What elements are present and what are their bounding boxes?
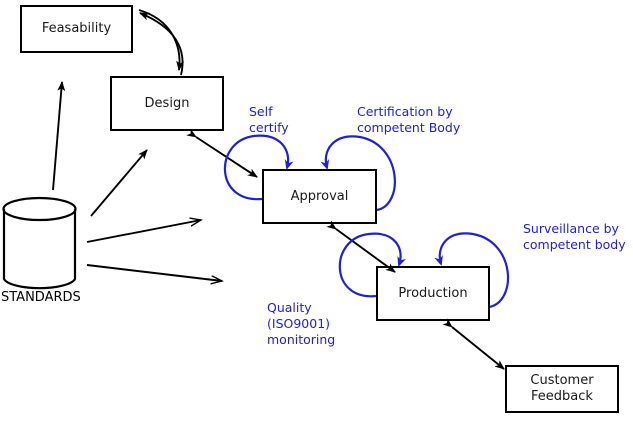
node-production[interactable]: Production [376, 266, 490, 321]
self-loop-production-quality [338, 232, 406, 298]
self-loop-approval-certification [320, 135, 396, 212]
node-feasability-label: Feasability [41, 21, 112, 36]
edge-approval-production [326, 220, 396, 273]
self-loop-production-surveillance [434, 232, 510, 309]
node-approval-label: Approval [290, 188, 349, 204]
edge-production-customer-feedback [442, 318, 505, 370]
edge-standards-to-design [90, 149, 148, 217]
node-design[interactable]: Design [110, 76, 224, 131]
edge-standards-to-production [86, 264, 222, 281]
edge-standards-to-approval [86, 220, 201, 243]
annotation-surveillance-by-competent-body: Surveillance by competent body [523, 221, 626, 252]
annotation-self-certify: Self certify [249, 104, 289, 135]
edge-feasability-to-design [138, 9, 185, 71]
node-standards-label: STANDARDS [1, 290, 81, 305]
node-approval[interactable]: Approval [262, 169, 377, 224]
annotation-quality-iso9001-monitoring: Quality (ISO9001) monitoring [267, 300, 336, 347]
annotation-certification-by-competent-body: Certification by competent Body [357, 104, 461, 135]
node-customer-feedback-label: Customer Feedback [530, 373, 594, 404]
node-customer-feedback[interactable]: Customer Feedback [505, 365, 619, 413]
self-loop-approval-self-certify [223, 134, 294, 201]
edge-standards-to-feasability [52, 81, 66, 191]
standards-cylinder [2, 196, 77, 290]
node-production-label: Production [398, 285, 468, 301]
node-design-label: Design [144, 95, 190, 111]
node-feasability[interactable]: Feasability [20, 5, 133, 53]
